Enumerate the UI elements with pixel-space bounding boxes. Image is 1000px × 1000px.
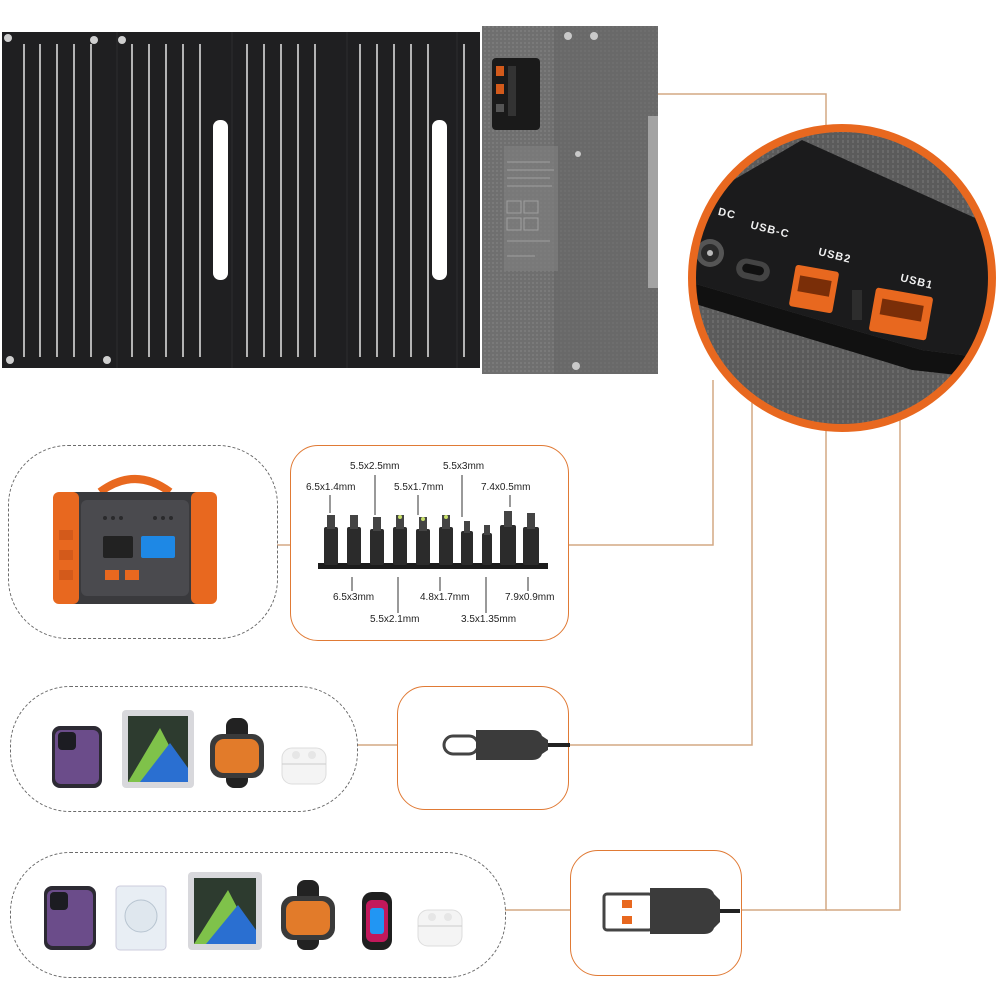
tablet-icon: [188, 872, 262, 950]
power-station-box: [8, 445, 278, 639]
fitness-band-icon: [362, 892, 392, 950]
phone-icon: [52, 726, 102, 788]
fabric-flap-shape: [482, 26, 658, 374]
earbuds-icon: [417, 909, 463, 947]
smartwatch-icon: [210, 718, 264, 788]
tip-label: 4.8x1.7mm: [420, 592, 470, 603]
usbc-devices-drawing: [52, 710, 327, 788]
usbc-cable-drawing: [442, 730, 570, 760]
dc-tips-leaders: [329, 475, 529, 613]
port-closeup-circle: [688, 124, 996, 432]
tablet-icon: [122, 710, 194, 788]
usba-devices: [44, 870, 464, 952]
smartwatch-icon: [281, 880, 335, 950]
dc-tips-drawing: [318, 511, 548, 569]
solar-panel: [2, 32, 480, 368]
tip-label: 5.5x3mm: [443, 461, 485, 472]
foldable-phone-icon: [115, 885, 167, 951]
power-station-icon: [45, 470, 225, 610]
tip-label: 6.5x3mm: [333, 592, 375, 603]
port-closeup: DC USB-C USB2 USB1: [672, 120, 1000, 440]
dc-tips-illustration: [318, 505, 548, 575]
fabric-flap: [480, 26, 660, 376]
tip-label: 7.4x0.5mm: [481, 482, 531, 493]
tip-label: 6.5x1.4mm: [306, 482, 356, 493]
solar-panel-cells: [2, 32, 480, 368]
usba-cable-drawing: [602, 888, 740, 934]
usba-devices-drawing: [44, 872, 463, 951]
usba-devices-box: [10, 852, 506, 978]
tip-label: 5.5x2.1mm: [370, 614, 420, 625]
power-station-drawing: [53, 475, 217, 604]
tip-label: 3.5x1.35mm: [461, 614, 517, 625]
usbc-devices-box: [10, 686, 358, 812]
usba-cable-icon: [600, 882, 740, 942]
tip-label: 5.5x2.5mm: [350, 461, 400, 472]
usbc-devices: [50, 708, 340, 790]
phone-icon: [44, 886, 96, 950]
earbuds-icon: [281, 747, 327, 785]
tip-label: 7.9x0.9mm: [505, 592, 555, 603]
tip-label: 5.5x1.7mm: [394, 482, 444, 493]
usbc-cable-icon: [440, 722, 570, 772]
